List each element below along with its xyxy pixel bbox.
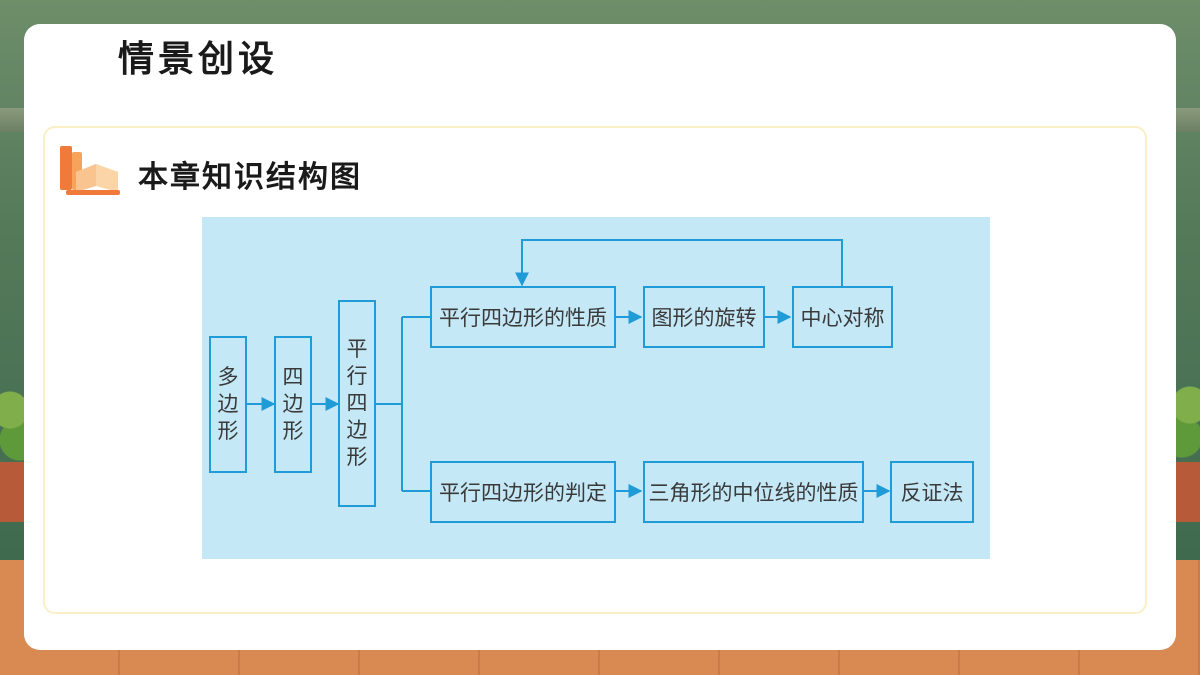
node-quadrilateral-label: 四边形	[282, 365, 304, 443]
node-polygon: 多边形	[209, 336, 247, 473]
node-midline-properties: 三角形的中位线的性质	[643, 461, 864, 523]
node-parallelogram-label: 平行四边形	[346, 337, 368, 469]
node-central-symmetry: 中心对称	[792, 286, 893, 348]
node-midline-properties-label: 三角形的中位线的性质	[648, 481, 859, 505]
node-parallelogram-criteria: 平行四边形的判定	[430, 461, 616, 523]
node-rotation-label: 图形的旋转	[651, 306, 757, 330]
node-rotation: 图形的旋转	[643, 286, 765, 348]
books-icon	[60, 146, 120, 195]
node-parallelogram-properties: 平行四边形的性质	[430, 286, 616, 348]
node-parallelogram-criteria-label: 平行四边形的判定	[439, 481, 607, 505]
node-proof-by-contradiction-label: 反证法	[900, 481, 964, 505]
node-parallelogram: 平行四边形	[338, 300, 376, 507]
node-proof-by-contradiction: 反证法	[890, 461, 974, 523]
node-parallelogram-properties-label: 平行四边形的性质	[439, 306, 607, 330]
edge-symmetry-feedback	[515, 239, 843, 287]
page-title: 情景创设	[118, 38, 279, 80]
node-quadrilateral: 四边形	[274, 336, 312, 473]
diagram-connectors	[247, 239, 891, 498]
pot-left-decoration	[0, 462, 26, 522]
pot-right-decoration	[1175, 462, 1200, 522]
knowledge-structure-diagram: 多边形 四边形 平行四边形 平行四边形的性质 图形的旋转 中心对称 平行四边形的…	[202, 217, 990, 559]
node-central-symmetry-label: 中心对称	[800, 306, 885, 330]
node-polygon-label: 多边形	[217, 365, 239, 443]
section-title: 本章知识结构图	[138, 160, 362, 195]
